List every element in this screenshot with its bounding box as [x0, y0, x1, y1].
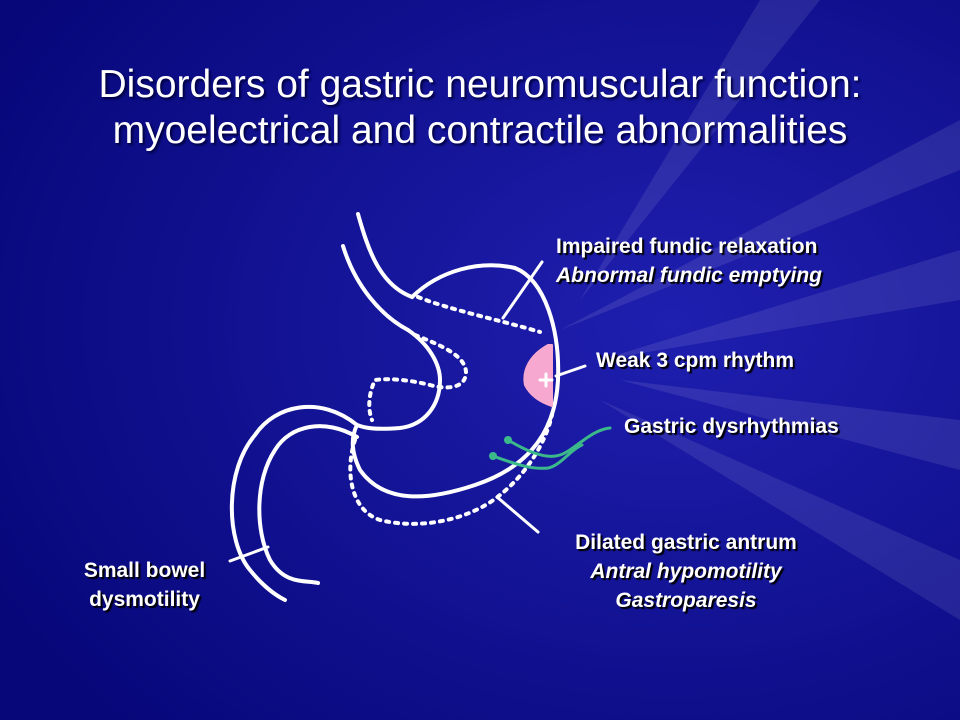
electrode-lead-1: [504, 436, 512, 444]
label-antrum: Dilated gastric antrum Antral hypomotili…: [545, 528, 827, 615]
electrode-wire-2: [491, 443, 584, 470]
duodenum-upper-wall: [229, 404, 359, 602]
stomach-greater-curvature: [350, 263, 561, 499]
label-fundic: Impaired fundic relaxation Abnormal fund…: [556, 232, 822, 290]
duodenum-lower-wall: [257, 424, 359, 585]
electrode-wire-1: [506, 426, 612, 458]
title-line-1: Disorders of gastric neuromuscular funct…: [98, 63, 862, 106]
label-small-bowel: Small bowel dysmotility: [62, 556, 227, 614]
slide-title: Disorders of gastric neuromuscular funct…: [0, 62, 960, 154]
label-antrum-dilated: Dilated gastric antrum: [575, 531, 797, 554]
rhythm-pointer-line: [554, 364, 587, 378]
proximal-stomach-dotted-outline: [367, 333, 468, 422]
fundic-pointer-arrow: [501, 260, 544, 320]
esophagus-outer-wall: [356, 212, 414, 299]
label-antral-hypomotility: Antral hypomotility: [590, 560, 782, 583]
label-dysrhythmias: Gastric dysrhythmias: [624, 415, 839, 438]
label-small-bowel-line2: dysmotility: [89, 588, 200, 611]
antrum-dotted-outline: [348, 413, 554, 526]
fundus-dotted-boundary: [416, 295, 542, 334]
pacemaker-region: [523, 344, 553, 407]
pacemaker-marker: [538, 372, 554, 388]
label-weak-rhythm: Weak 3 cpm rhythm: [596, 349, 795, 372]
stomach-lesser-curvature: [355, 328, 442, 431]
label-gastroparesis: Gastroparesis: [615, 589, 757, 612]
title-line-2: myoelectrical and contractile abnormalit…: [112, 109, 848, 152]
bowel-pointer-line: [228, 545, 270, 563]
label-small-bowel-line1: Small bowel: [83, 559, 206, 582]
electrode-lead-2: [489, 452, 497, 460]
antrum-pointer-arrow: [495, 495, 540, 534]
label-fundic-emptying: Abnormal fundic emptying: [556, 264, 823, 287]
label-fundic-relaxation: Impaired fundic relaxation: [556, 235, 818, 258]
esophagus-inner-wall: [341, 244, 410, 332]
